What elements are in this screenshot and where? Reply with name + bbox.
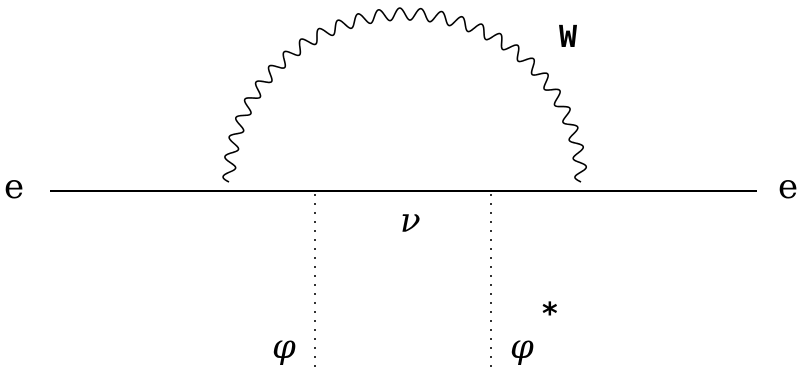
neutrino-label: ν [400,201,421,241]
w-boson-propagator [222,7,588,183]
scalar-label: φ [272,327,296,367]
scalar-conjugate-label: φ [510,327,534,367]
electron-in-label: e [4,167,25,207]
w-boson-label: W [559,20,578,55]
electron-out-label: e [778,167,799,207]
conjugate-star: * [542,297,558,332]
